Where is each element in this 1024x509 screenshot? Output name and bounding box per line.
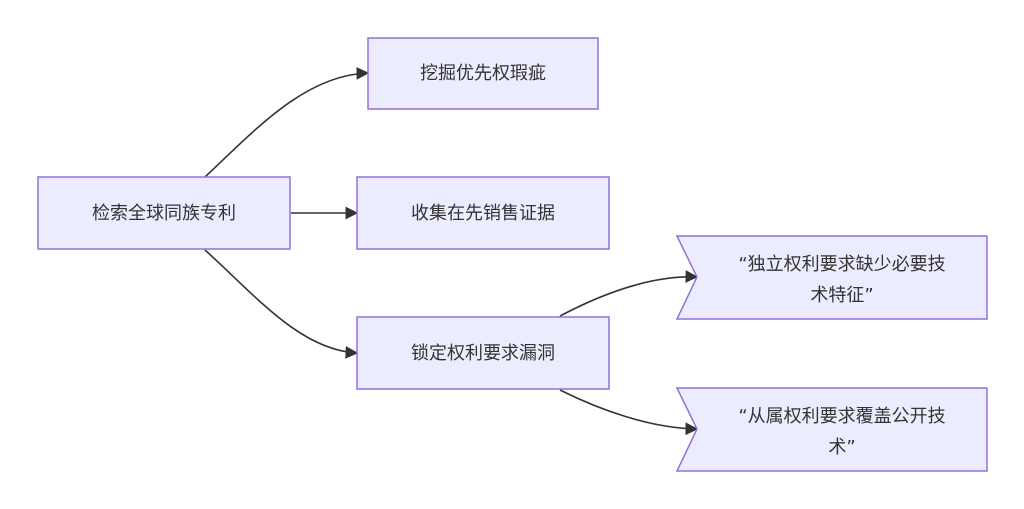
- node-root-label: 检索全球同族专利: [92, 203, 236, 224]
- node-dependent-line-1: “从属权利要求覆盖公开技: [738, 406, 945, 427]
- node-independent-claim: “独立权利要求缺少必要技 术特征”: [675, 235, 988, 320]
- node-dependent-claim: “从属权利要求覆盖公开技 术”: [675, 387, 988, 472]
- node-independent-line-2: 术特征”: [810, 285, 873, 306]
- node-root: 检索全球同族专利: [37, 176, 291, 250]
- node-prior-sale: 收集在先销售证据: [356, 176, 610, 250]
- node-priority-label: 挖掘优先权瑕疵: [420, 63, 546, 84]
- edge-root-to-priority: [204, 66, 370, 178]
- node-dependent-line-2: 术”: [828, 437, 855, 458]
- node-claims-label: 锁定权利要求漏洞: [411, 343, 555, 364]
- node-independent-line-1: “独立权利要求缺少必要技: [738, 254, 945, 275]
- node-priority: 挖掘优先权瑕疵: [367, 37, 599, 110]
- edge-claims-to-dependent: [559, 389, 699, 436]
- node-claims: 锁定权利要求漏洞: [356, 316, 610, 390]
- node-prior-sale-label: 收集在先销售证据: [411, 203, 555, 224]
- edge-root-to-claims: [204, 249, 359, 359]
- edge-claims-to-independent: [559, 270, 699, 317]
